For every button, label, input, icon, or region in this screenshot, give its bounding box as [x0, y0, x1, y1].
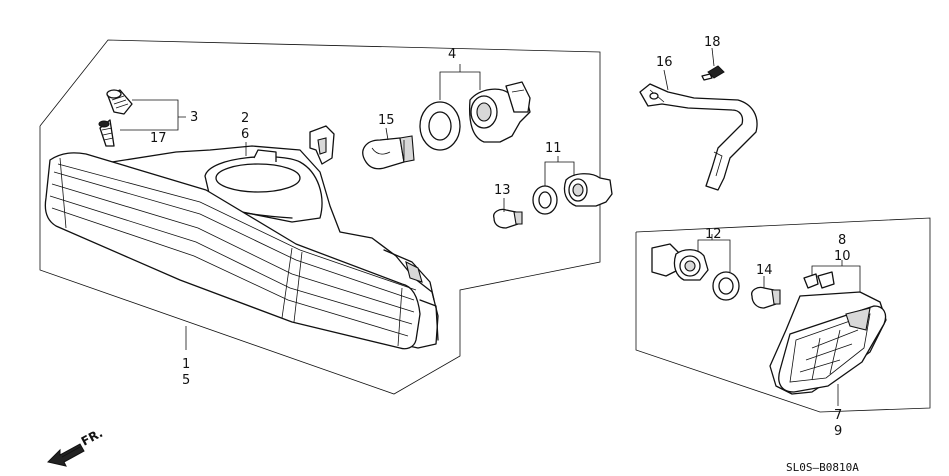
part-14-bulb: [751, 276, 781, 309]
leader-11: [544, 156, 575, 186]
part-17-screw: [98, 119, 115, 147]
assembly-frame-main: [39, 39, 601, 395]
part-18-bolt: [701, 65, 725, 81]
callout-2: 2: [241, 111, 249, 126]
callout-14: 14: [756, 263, 773, 278]
leader-8-10: [811, 260, 861, 292]
callout-5: 5: [182, 373, 190, 388]
callout-12: 12: [705, 227, 722, 242]
leader-3-17: [120, 99, 186, 131]
part-11-socket: [532, 173, 613, 215]
leader-12: [697, 234, 731, 272]
callout-6: 6: [241, 127, 249, 142]
assembly-frame-side-marker: [635, 217, 931, 413]
callout-11: 11: [545, 141, 562, 156]
side-marker-lamp: [769, 291, 887, 395]
callout-4: 4: [448, 47, 456, 62]
part-16-bracket: [639, 83, 758, 191]
part-15-bulb: [362, 127, 415, 170]
part-12-socket: [651, 243, 740, 301]
callout-15: 15: [378, 113, 395, 128]
diagram-code: SL0S—B0810A: [786, 461, 859, 474]
direction-label: FR.: [79, 426, 105, 449]
leader-4: [439, 64, 481, 100]
leader-18: [711, 47, 715, 67]
callout-17: 17: [150, 131, 167, 146]
front-direction-indicator: FR.: [47, 426, 105, 467]
callout-8: 8: [838, 233, 846, 248]
part-4-socket: [419, 81, 531, 151]
callout-3: 3: [190, 110, 198, 125]
callout-18: 18: [704, 35, 721, 50]
callout-16: 16: [656, 55, 673, 70]
bulb-clip: [309, 125, 335, 165]
part-8-10-clips: [803, 271, 835, 289]
callout-10: 10: [834, 249, 851, 264]
callout-13: 13: [494, 183, 511, 198]
part-3-grommet: [106, 89, 133, 115]
callout-7: 7: [834, 408, 842, 423]
combination-light-lens: [44, 152, 421, 350]
callout-1: 1: [182, 357, 190, 372]
callout-9: 9: [834, 424, 842, 439]
leader-16: [663, 69, 669, 91]
part-13-bulb: [493, 198, 523, 229]
